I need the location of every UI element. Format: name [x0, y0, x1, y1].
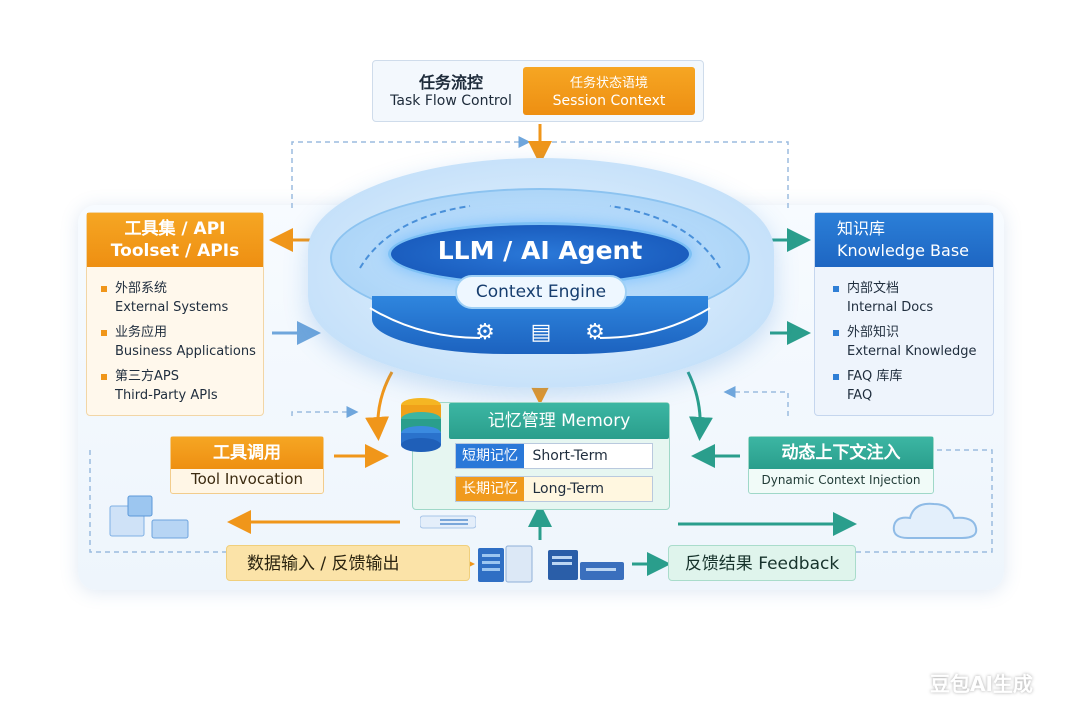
- toolset-title-cn: 工具集 / API: [124, 219, 226, 239]
- data-io-bar: 数据输入 / 反馈输出: [226, 545, 470, 581]
- panel-icon: ▤: [530, 320, 552, 345]
- toolset-item-en: External Systems: [115, 300, 229, 315]
- long-term-row: 长期记忆 Long-Term: [455, 476, 653, 502]
- knowledge-item-en: Internal Docs: [847, 300, 934, 315]
- documents-icon: [106, 494, 192, 542]
- watermark: 豆包AI生成: [930, 672, 1033, 696]
- bullet-icon: [101, 285, 107, 292]
- knowledge-list: 内部文档 Internal Docs 外部知识 External Knowled…: [833, 279, 993, 405]
- toolset-item: 第三方APS: [101, 367, 261, 386]
- server-icon: [476, 544, 536, 584]
- memory-box: 记忆管理 Memory 短期记忆 Short-Term 长期记忆 Long-Te…: [401, 398, 670, 510]
- bullet-icon: [101, 329, 107, 336]
- toolset-title-en: Toolset / APIs: [110, 241, 240, 261]
- context-engine-label: Context Engine: [455, 275, 627, 309]
- short-term-row: 短期记忆 Short-Term: [455, 443, 653, 469]
- tool-invocation-en: Tool Invocation: [190, 470, 304, 488]
- toolset-item-en: Third-Party APIs: [115, 388, 218, 403]
- knowledge-item-cn: 外部知识: [847, 325, 900, 340]
- tool-invocation-cn: 工具调用: [171, 437, 323, 469]
- dynamic-context-en: Dynamic Context Injection: [761, 473, 921, 487]
- arrow-curve-right: [686, 371, 713, 441]
- long-term-label: Long-Term: [532, 481, 605, 497]
- knowledge-title-cn: 知识库: [837, 219, 886, 238]
- dashed-loop-top-right: [552, 141, 789, 208]
- llm-title: LLM / AI Agent: [437, 236, 643, 265]
- knowledge-base-header: 知识库 Knowledge Base: [815, 213, 993, 267]
- feedback-bar: 反馈结果 Feedback: [668, 545, 856, 581]
- knowledge-item-en: FAQ: [847, 388, 873, 403]
- task-flow-label-cn: 任务流控: [418, 73, 483, 92]
- dynamic-context-cn: 动态上下文注入: [749, 437, 933, 469]
- toolset-box: 工具集 / API Toolset / APIs 外部系统 External S…: [86, 212, 264, 416]
- toolset-item-cn: 业务应用: [115, 325, 168, 340]
- tool-invocation-box: 工具调用 Tool Invocation: [170, 436, 324, 494]
- knowledge-item-cn: FAQ 库库: [847, 369, 903, 384]
- dashed-loop-right: [723, 386, 789, 416]
- session-context-badge: 任务状态语境 Session Context: [523, 67, 695, 115]
- toolset-item: 外部系统: [101, 279, 261, 298]
- session-context-en: Session Context: [552, 93, 666, 109]
- task-flow-label-en: Task Flow Control: [390, 93, 512, 109]
- knowledge-item: FAQ 库库: [833, 367, 993, 386]
- cloud-icon: [890, 496, 982, 544]
- knowledge-title-en: Knowledge Base: [837, 241, 969, 260]
- knowledge-item: 外部知识: [833, 323, 993, 342]
- ring-arrows: [359, 205, 721, 339]
- data-strip-icon: [419, 514, 477, 530]
- knowledge-base-box: 知识库 Knowledge Base 内部文档 Internal Docs 外部…: [814, 212, 994, 416]
- bullet-icon: [833, 373, 839, 380]
- database-icon: [399, 397, 443, 455]
- gear-icon: ⚙: [585, 320, 605, 345]
- toolset-item: 业务应用: [101, 323, 261, 342]
- long-term-tag: 长期记忆: [456, 477, 524, 501]
- toolset-item-en: Business Applications: [115, 344, 256, 359]
- monitor-icon: [546, 548, 626, 582]
- bullet-icon: [833, 285, 839, 292]
- knowledge-item-en: External Knowledge: [847, 344, 977, 359]
- dashed-bottom-frame: [89, 449, 993, 553]
- dynamic-context-box: 动态上下文注入 Dynamic Context Injection: [748, 436, 934, 494]
- short-term-label: Short-Term: [532, 448, 608, 464]
- toolset-header: 工具集 / API Toolset / APIs: [87, 213, 263, 267]
- toolset-list: 外部系统 External Systems 业务应用 Business Appl…: [101, 279, 261, 405]
- toolset-item-cn: 第三方APS: [115, 369, 179, 384]
- task-flow-box: 任务流控 Task Flow Control 任务状态语境 Session Co…: [372, 60, 704, 122]
- memory-title: 记忆管理 Memory: [449, 403, 669, 439]
- dashed-loop-left: [291, 406, 359, 418]
- gear-icon: ⚙: [475, 320, 495, 345]
- bullet-icon: [833, 329, 839, 336]
- short-term-tag: 短期记忆: [456, 444, 524, 468]
- toolset-item-cn: 外部系统: [115, 281, 168, 296]
- arrow-curve-left: [365, 371, 394, 441]
- knowledge-item-cn: 内部文档: [847, 281, 900, 296]
- dashed-loop-top: [291, 136, 531, 208]
- knowledge-item: 内部文档: [833, 279, 993, 298]
- bullet-icon: [101, 373, 107, 380]
- session-context-cn: 任务状态语境: [569, 76, 648, 91]
